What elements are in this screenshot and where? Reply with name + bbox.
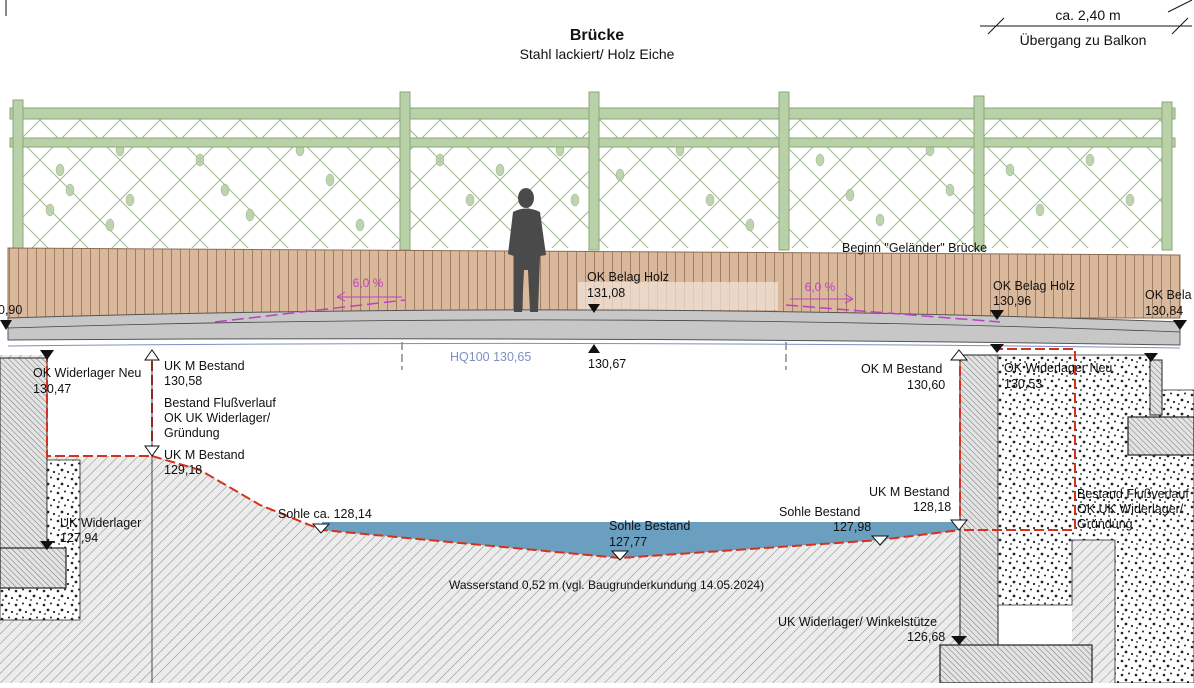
slope-right: 6,0 %	[785, 280, 1001, 323]
marker-ukm-right	[949, 519, 969, 531]
label-sohle-right: Sohle Bestand	[779, 505, 860, 519]
label-flussverlauf-left-3: Gründung	[164, 426, 220, 440]
marker-ukm-1	[144, 349, 160, 361]
label-flussverlauf-right-1: Bestand Flußverlauf	[1077, 487, 1189, 501]
value-ok-widerlager-right: 130,53	[1004, 377, 1042, 391]
marker-sohle-left	[311, 523, 331, 534]
value-ok-belag-far: 130,84	[1145, 304, 1183, 318]
value-sohle-right: 127,98	[833, 520, 871, 534]
value-ok-widerlager-left: 130,47	[33, 382, 71, 396]
bridge-deck	[7, 309, 1181, 346]
value-ukm-bestand-1: 130,58	[164, 374, 202, 388]
railing-posts	[12, 91, 1173, 251]
slope-left: 6,0 %	[214, 276, 406, 323]
label-hq100: HQ100 130,65	[450, 350, 531, 364]
value-okm-bestand-right: 130,60	[907, 378, 945, 392]
dimension-mark: ca. 2,40 m Übergang zu Balkon	[5, 0, 1193, 48]
label-background	[578, 282, 778, 310]
label-left-edge: 0,90	[0, 303, 22, 317]
river-water	[322, 522, 960, 558]
marker-far-right	[1173, 320, 1187, 330]
label-ok-widerlager-left: OK Widerlager Neu	[33, 366, 141, 380]
slope-left-label: 6,0 %	[353, 276, 384, 290]
value-ok-belag-holz: 131,08	[587, 286, 625, 300]
marker-deck-underside	[588, 344, 600, 353]
right-existing-outline	[959, 348, 1076, 531]
value-uk-widerlager-left: 127,94	[60, 531, 98, 545]
hq100-line	[7, 342, 1181, 349]
label-sohle-mid: Sohle Bestand	[609, 519, 690, 533]
marker-okm-right	[949, 349, 969, 361]
vine-foliage	[45, 143, 1135, 232]
label-wasserstand: Wasserstand 0,52 m (vgl. Baugrunderkundu…	[449, 578, 764, 592]
label-ok-belag-right: OK Belag Holz	[993, 279, 1075, 293]
label-ukm-bestand-1: UK M Bestand	[164, 359, 245, 373]
marker-left-edge	[0, 320, 12, 330]
value-ukm-bestand-right: 128,18	[913, 500, 951, 514]
right-foundation-block	[939, 644, 1093, 684]
label-flussverlauf-left-2: OK UK Widerlager/	[164, 411, 271, 425]
value-ok-belag-right: 130,96	[993, 294, 1031, 308]
right-wing-wall	[1149, 359, 1163, 416]
railing	[9, 91, 1176, 251]
label-ok-belag-far: OK Bela	[1145, 288, 1192, 302]
marker-winkelstuetze	[951, 636, 967, 645]
marker-ok-widerlager-right	[990, 344, 1004, 353]
soil-hatch-left	[0, 355, 960, 683]
drawing-subtitle: Stahl lackiert/ Holz Eiche	[520, 46, 675, 62]
marker-far-right-lower	[1144, 353, 1158, 362]
marker-ok-belag-right	[990, 310, 1004, 320]
marker-ok-belag	[588, 304, 600, 313]
label-okm-bestand-right: OK M Bestand	[861, 362, 942, 376]
marker-ok-widerlager-left	[40, 350, 54, 360]
label-ok-widerlager-right: OK Widerlager Neu	[1004, 361, 1112, 375]
marker-ukm-2	[144, 445, 160, 457]
annotations: 0,90 OK Belag Holz 131,08 130,67 HQ100 1…	[0, 241, 1192, 644]
value-winkelstuetze: 126,68	[907, 630, 945, 644]
label-ok-belag-holz: OK Belag Holz	[587, 270, 669, 284]
label-flussverlauf-right-3: Gründung	[1077, 517, 1133, 531]
markers	[0, 304, 1187, 645]
deck-line	[7, 319, 1181, 333]
label-beginn-gelaender: Beginn "Geländer" Brücke	[842, 241, 987, 255]
slope-right-label: 6,0 %	[805, 280, 836, 294]
value-sohle-mid: 127,77	[609, 535, 647, 549]
dimension-label: ca. 2,40 m	[1055, 7, 1120, 23]
dimension-note: Übergang zu Balkon	[1020, 31, 1147, 48]
value-ukm-bestand-2: 129,18	[164, 463, 202, 477]
left-foundation-block	[0, 547, 67, 589]
marker-sohle-right	[870, 535, 890, 546]
label-winkelstuetze: UK Widerlager/ Winkelstütze	[778, 615, 937, 629]
label-flussverlauf-left-1: Bestand Flußverlauf	[164, 396, 276, 410]
right-upper-block	[1127, 416, 1194, 456]
label-flussverlauf-right-2: OK UK Widerlager/	[1077, 502, 1184, 516]
marker-sohle-mid	[610, 550, 630, 561]
label-sohle-left: Sohle ca. 128,14	[278, 507, 372, 521]
label-ukm-bestand-right: UK M Bestand	[869, 485, 950, 499]
right-abutment-wall	[959, 354, 999, 646]
drawing-title: Brücke	[570, 27, 624, 44]
marker-uk-widerlager-left	[40, 541, 54, 550]
value-deck-underside: 130,67	[588, 357, 626, 371]
label-ukm-bestand-2: UK M Bestand	[164, 448, 245, 462]
label-uk-widerlager-left: UK Widerlager	[60, 516, 141, 530]
person-silhouette	[508, 188, 546, 312]
